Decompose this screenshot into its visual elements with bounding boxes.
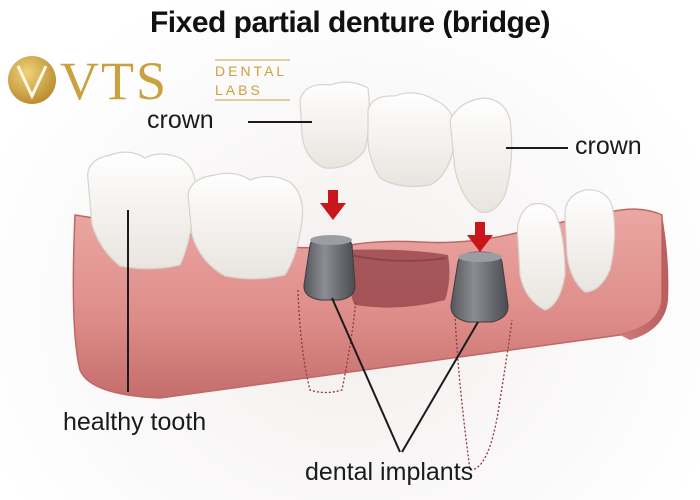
label-crown-left: crown bbox=[147, 106, 214, 134]
diagram-title: Fixed partial denture (bridge) bbox=[149, 6, 551, 39]
implant-left bbox=[303, 235, 356, 301]
label-dental-implants: dental implants bbox=[305, 458, 474, 486]
label-healthy-tooth: healthy tooth bbox=[63, 408, 207, 436]
leader-lines bbox=[127, 121, 568, 453]
logo-wordmark: VTS bbox=[60, 51, 169, 111]
front-tooth-right-2 bbox=[564, 189, 616, 293]
front-tooth-right-1 bbox=[516, 202, 566, 311]
healthy-molar-1 bbox=[87, 151, 197, 270]
implant-right bbox=[450, 251, 509, 323]
bridge-crowns bbox=[299, 81, 513, 213]
arrow-down-icon bbox=[320, 190, 346, 220]
logo-emblem-icon bbox=[8, 56, 290, 104]
logo-subtext-line1: DENTAL bbox=[215, 63, 288, 79]
healthy-molar-2 bbox=[187, 172, 304, 280]
arrow-down-icon bbox=[467, 222, 493, 252]
logo-subtext-line2: LABS bbox=[215, 82, 263, 98]
label-crown-right: crown bbox=[575, 132, 642, 160]
